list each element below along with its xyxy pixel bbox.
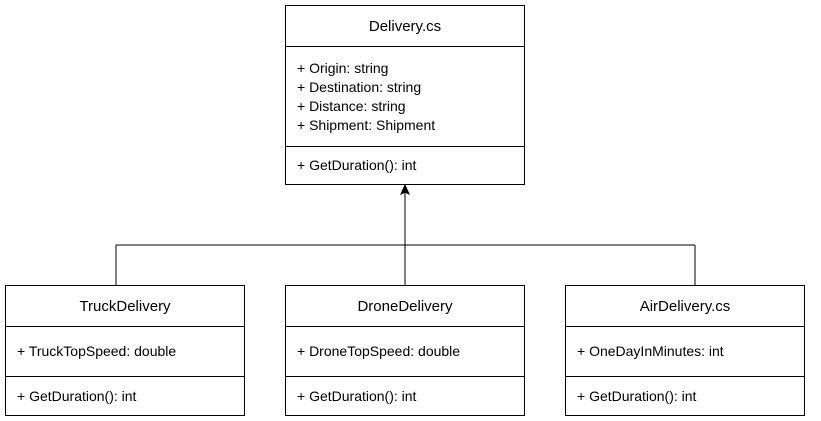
class-operations: + GetDuration(): int — [286, 146, 524, 184]
operation-get-duration: + GetDuration(): int — [17, 387, 137, 404]
class-drone-delivery[interactable]: DroneDelivery + DroneTopSpeed: double + … — [285, 285, 525, 416]
class-delivery[interactable]: Delivery.cs + Origin: string + Destinati… — [285, 5, 525, 185]
class-name: TruckDelivery — [79, 297, 171, 315]
attribute-truck-top-speed: + TruckTopSpeed: double — [17, 343, 177, 359]
class-name: Delivery.cs — [368, 17, 442, 35]
class-operations: + GetDuration(): int — [566, 376, 804, 415]
attribute-origin: + Origin: string — [297, 59, 389, 76]
attribute-destination: + Destination: string — [297, 78, 422, 95]
attribute-shipment: + Shipment: Shipment — [297, 116, 436, 133]
operation-get-duration: + GetDuration(): int — [577, 387, 697, 404]
attribute-distance: + Distance: string — [297, 97, 406, 114]
operation-get-duration: + GetDuration(): int — [297, 157, 417, 173]
operation-get-duration: + GetDuration(): int — [297, 387, 417, 404]
class-name: AirDelivery.cs — [639, 297, 731, 315]
class-attributes: + OneDayInMinutes: int — [566, 326, 804, 376]
attribute-one-day-in-minutes: + OneDayInMinutes: int — [577, 343, 724, 359]
class-name: DroneDelivery — [357, 297, 453, 315]
class-attributes: + Origin: string + Destination: string +… — [286, 46, 524, 146]
class-operations: + GetDuration(): int — [286, 376, 524, 415]
class-operations: + GetDuration(): int — [6, 376, 244, 415]
class-attributes: + TruckTopSpeed: double — [6, 326, 244, 376]
class-truck-delivery[interactable]: TruckDelivery + TruckTopSpeed: double + … — [5, 285, 245, 416]
attribute-drone-top-speed: + DroneTopSpeed: double — [297, 343, 461, 359]
inheritance-arrowhead — [399, 183, 411, 196]
class-attributes: + DroneTopSpeed: double — [286, 326, 524, 376]
class-air-delivery[interactable]: AirDelivery.cs + OneDayInMinutes: int + … — [565, 285, 805, 416]
